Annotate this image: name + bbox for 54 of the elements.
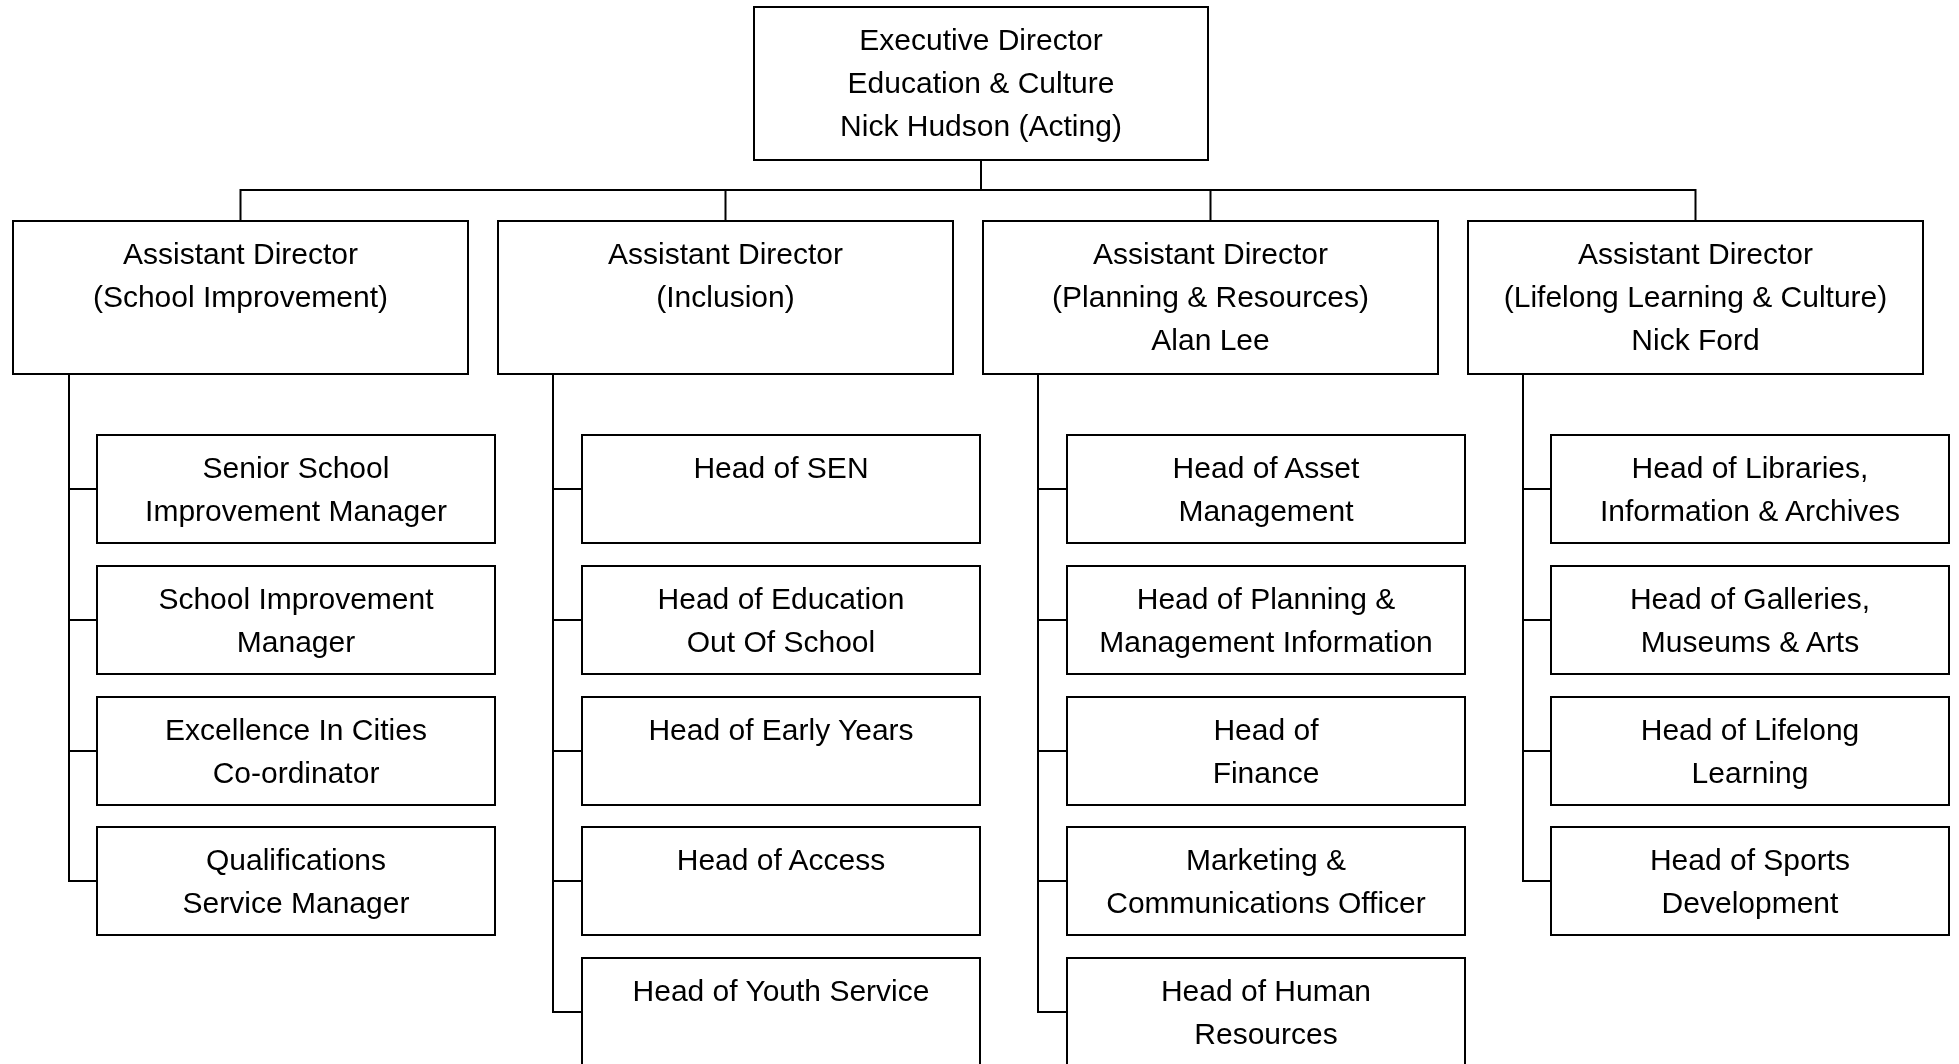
- position-box: [581, 957, 981, 1064]
- director-box: [753, 6, 1209, 161]
- position-box: [1066, 826, 1466, 936]
- box-text: Head of Planning & Management Information: [1098, 581, 1434, 660]
- position-box: [1066, 696, 1466, 806]
- director-box: [12, 220, 469, 375]
- box-text: Excellence In Cities Co-ordinator: [164, 712, 428, 791]
- box-text: Assistant Director: [122, 236, 359, 272]
- position-box: [96, 826, 496, 936]
- box-text: Education & Culture: [847, 65, 1115, 101]
- box-text: Head of Libraries, Information & Archives: [1598, 450, 1902, 529]
- box-text: Assistant Director: [1577, 236, 1814, 272]
- position-box: [1550, 696, 1950, 806]
- box-text: Marketing & Communications Officer: [1105, 842, 1427, 921]
- position-box: [1550, 565, 1950, 675]
- director-box: [982, 220, 1439, 375]
- box-text: (Planning & Resources): [1052, 279, 1369, 315]
- position-box: [581, 434, 981, 544]
- director-box: [1467, 220, 1924, 375]
- box-text: Head of Early Years: [648, 712, 914, 748]
- position-box: [96, 434, 496, 544]
- box-text: Head of Human Resources: [1159, 973, 1373, 1052]
- position-box: [1550, 434, 1950, 544]
- box-text: Senior School Improvement Manager: [144, 450, 448, 529]
- box-text: Assistant Director: [607, 236, 844, 272]
- box-text: Head of Asset Management: [1171, 450, 1361, 529]
- box-text: Head of Finance: [1211, 712, 1321, 791]
- box-text: Head of Youth Service: [632, 973, 930, 1009]
- box-text: School Improvement Manager: [157, 581, 435, 660]
- position-box: [1066, 565, 1466, 675]
- box-text: Head of Access: [676, 842, 886, 878]
- position-box: [1550, 826, 1950, 936]
- position-box: [96, 696, 496, 806]
- box-text: Alan Lee: [1151, 322, 1270, 358]
- position-box: [1066, 957, 1466, 1064]
- box-text: Head of Education Out Of School: [656, 581, 906, 660]
- box-text: Nick Hudson (Acting): [840, 108, 1122, 144]
- box-text: (Inclusion): [656, 279, 795, 315]
- box-text: Head of Galleries, Museums & Arts: [1628, 581, 1872, 660]
- position-box: [581, 696, 981, 806]
- box-text: (Lifelong Learning & Culture): [1503, 279, 1888, 315]
- box-text: Head of SEN: [693, 450, 869, 486]
- position-box: [581, 826, 981, 936]
- position-box: [1066, 434, 1466, 544]
- position-box: [581, 565, 981, 675]
- box-text: Assistant Director: [1092, 236, 1329, 272]
- box-text: Qualifications Service Manager: [181, 842, 411, 921]
- box-text: Head of Lifelong Learning: [1639, 712, 1861, 791]
- box-text: Executive Director: [859, 22, 1103, 58]
- box-text: Nick Ford: [1631, 322, 1760, 358]
- box-text: Head of Sports Development: [1648, 842, 1852, 921]
- box-text: (School Improvement): [92, 279, 389, 315]
- position-box: [96, 565, 496, 675]
- director-box: [497, 220, 954, 375]
